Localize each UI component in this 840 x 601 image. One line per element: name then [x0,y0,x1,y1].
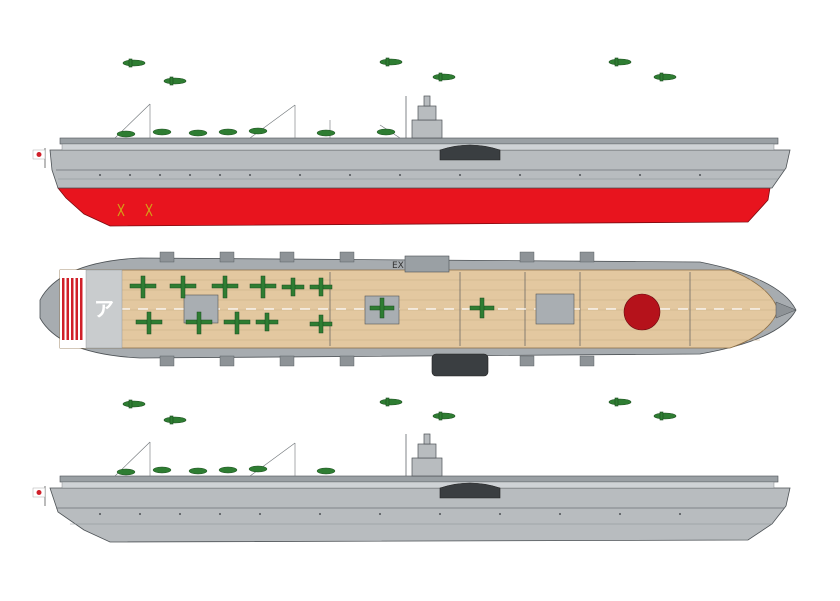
antifouling-hull [57,187,771,227]
aircraft-icon [223,311,251,335]
aircraft-icon [432,411,456,421]
aircraft-icon [608,397,632,407]
aircraft-icon [152,466,172,474]
aircraft-icon [163,415,187,425]
aircraft-icon [309,314,333,334]
flight-deck [59,269,779,349]
aircraft-icon [316,129,336,137]
top-plan-flight-deck: ア EX [39,251,797,377]
aircraft-icon [169,275,197,299]
aircraft-icon [116,468,136,476]
funnel [439,144,501,161]
aircraft-icon [211,275,239,299]
elevator-icon [535,293,575,325]
aircraft-icon [122,399,146,409]
upper-hull [49,149,791,189]
funnel [431,353,489,377]
flight-deck-edge [59,137,779,145]
side-profile-waterline [32,57,791,227]
aircraft-icon [152,128,172,136]
aircraft-icon [248,465,268,473]
aircraft-icon [309,277,333,297]
island-superstructure [405,433,443,477]
aircraft-icon [379,57,403,67]
aircraft-icon [218,466,238,474]
aircraft-icon [185,311,213,335]
aircraft-icon [249,275,277,299]
flight-deck-edge [59,475,779,483]
aircraft-icon [376,128,396,136]
upper-hull [49,487,791,543]
flying-aircraft-group [122,57,677,86]
island-superstructure: EX [392,255,450,273]
aircraft-icon [432,72,456,82]
aircraft-icon [129,275,157,299]
aircraft-icon [135,311,163,335]
aircraft-icon [248,127,268,135]
aircraft-icon [188,467,208,475]
funnel [439,482,501,499]
aircraft-icon [369,297,395,319]
aircraft-icon [188,129,208,137]
rising-sun-flag-icon [32,148,46,168]
aircraft-icon [255,312,279,332]
aircraft-icon [281,277,305,297]
aircraft-icon [608,57,632,67]
aircraft-icon [653,72,677,82]
aircraft-icon [379,397,403,407]
aircraft-icon [163,76,187,86]
aircraft-icon [116,130,136,138]
hinomaru-icon [623,293,661,331]
deck-identification-mark: ア [94,297,114,321]
aircraft-icon [469,297,495,319]
aircraft-icon [218,128,238,136]
side-profile-hull-grey [32,397,791,543]
aircraft-icon [653,411,677,421]
aircraft-icon [122,58,146,68]
aircraft-icon [316,467,336,475]
hangar-mark: EX [392,261,404,271]
rising-sun-flag-icon [32,486,46,506]
island-superstructure [405,95,443,139]
stern-stripes [60,270,86,348]
